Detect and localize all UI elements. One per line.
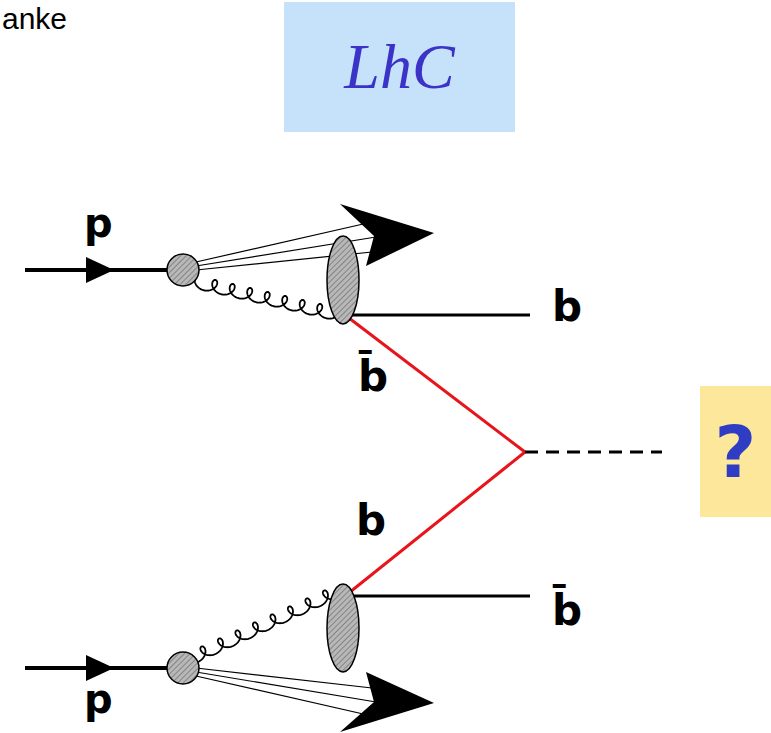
node-label: LhC [344,30,454,104]
author-fragment: anke [2,2,67,36]
particle-label: b̄ [358,352,388,401]
quark-line [345,595,530,598]
particle-label: b [356,496,386,545]
particle-label: p [84,676,113,722]
jet-bottom [196,668,434,732]
particle-label: b [552,282,582,331]
proton-blob [167,254,199,286]
gluon-line [198,590,338,662]
scalar-line [525,451,662,454]
b-quark-line [345,315,525,452]
title-box: LhC [284,2,515,132]
proton-arrowhead [86,257,114,283]
proton-blob [167,652,199,684]
particle-label: b̄ [552,586,582,635]
parton-ellipse [327,584,359,672]
jet-top [196,204,434,270]
quark-line [345,314,530,317]
particle-label: p [84,200,113,246]
b-quark-line [345,452,525,596]
node-label: ? [715,410,757,494]
unknown-particle-box: ? [700,386,771,517]
parton-ellipse [327,236,359,324]
gluon-line [195,276,340,319]
